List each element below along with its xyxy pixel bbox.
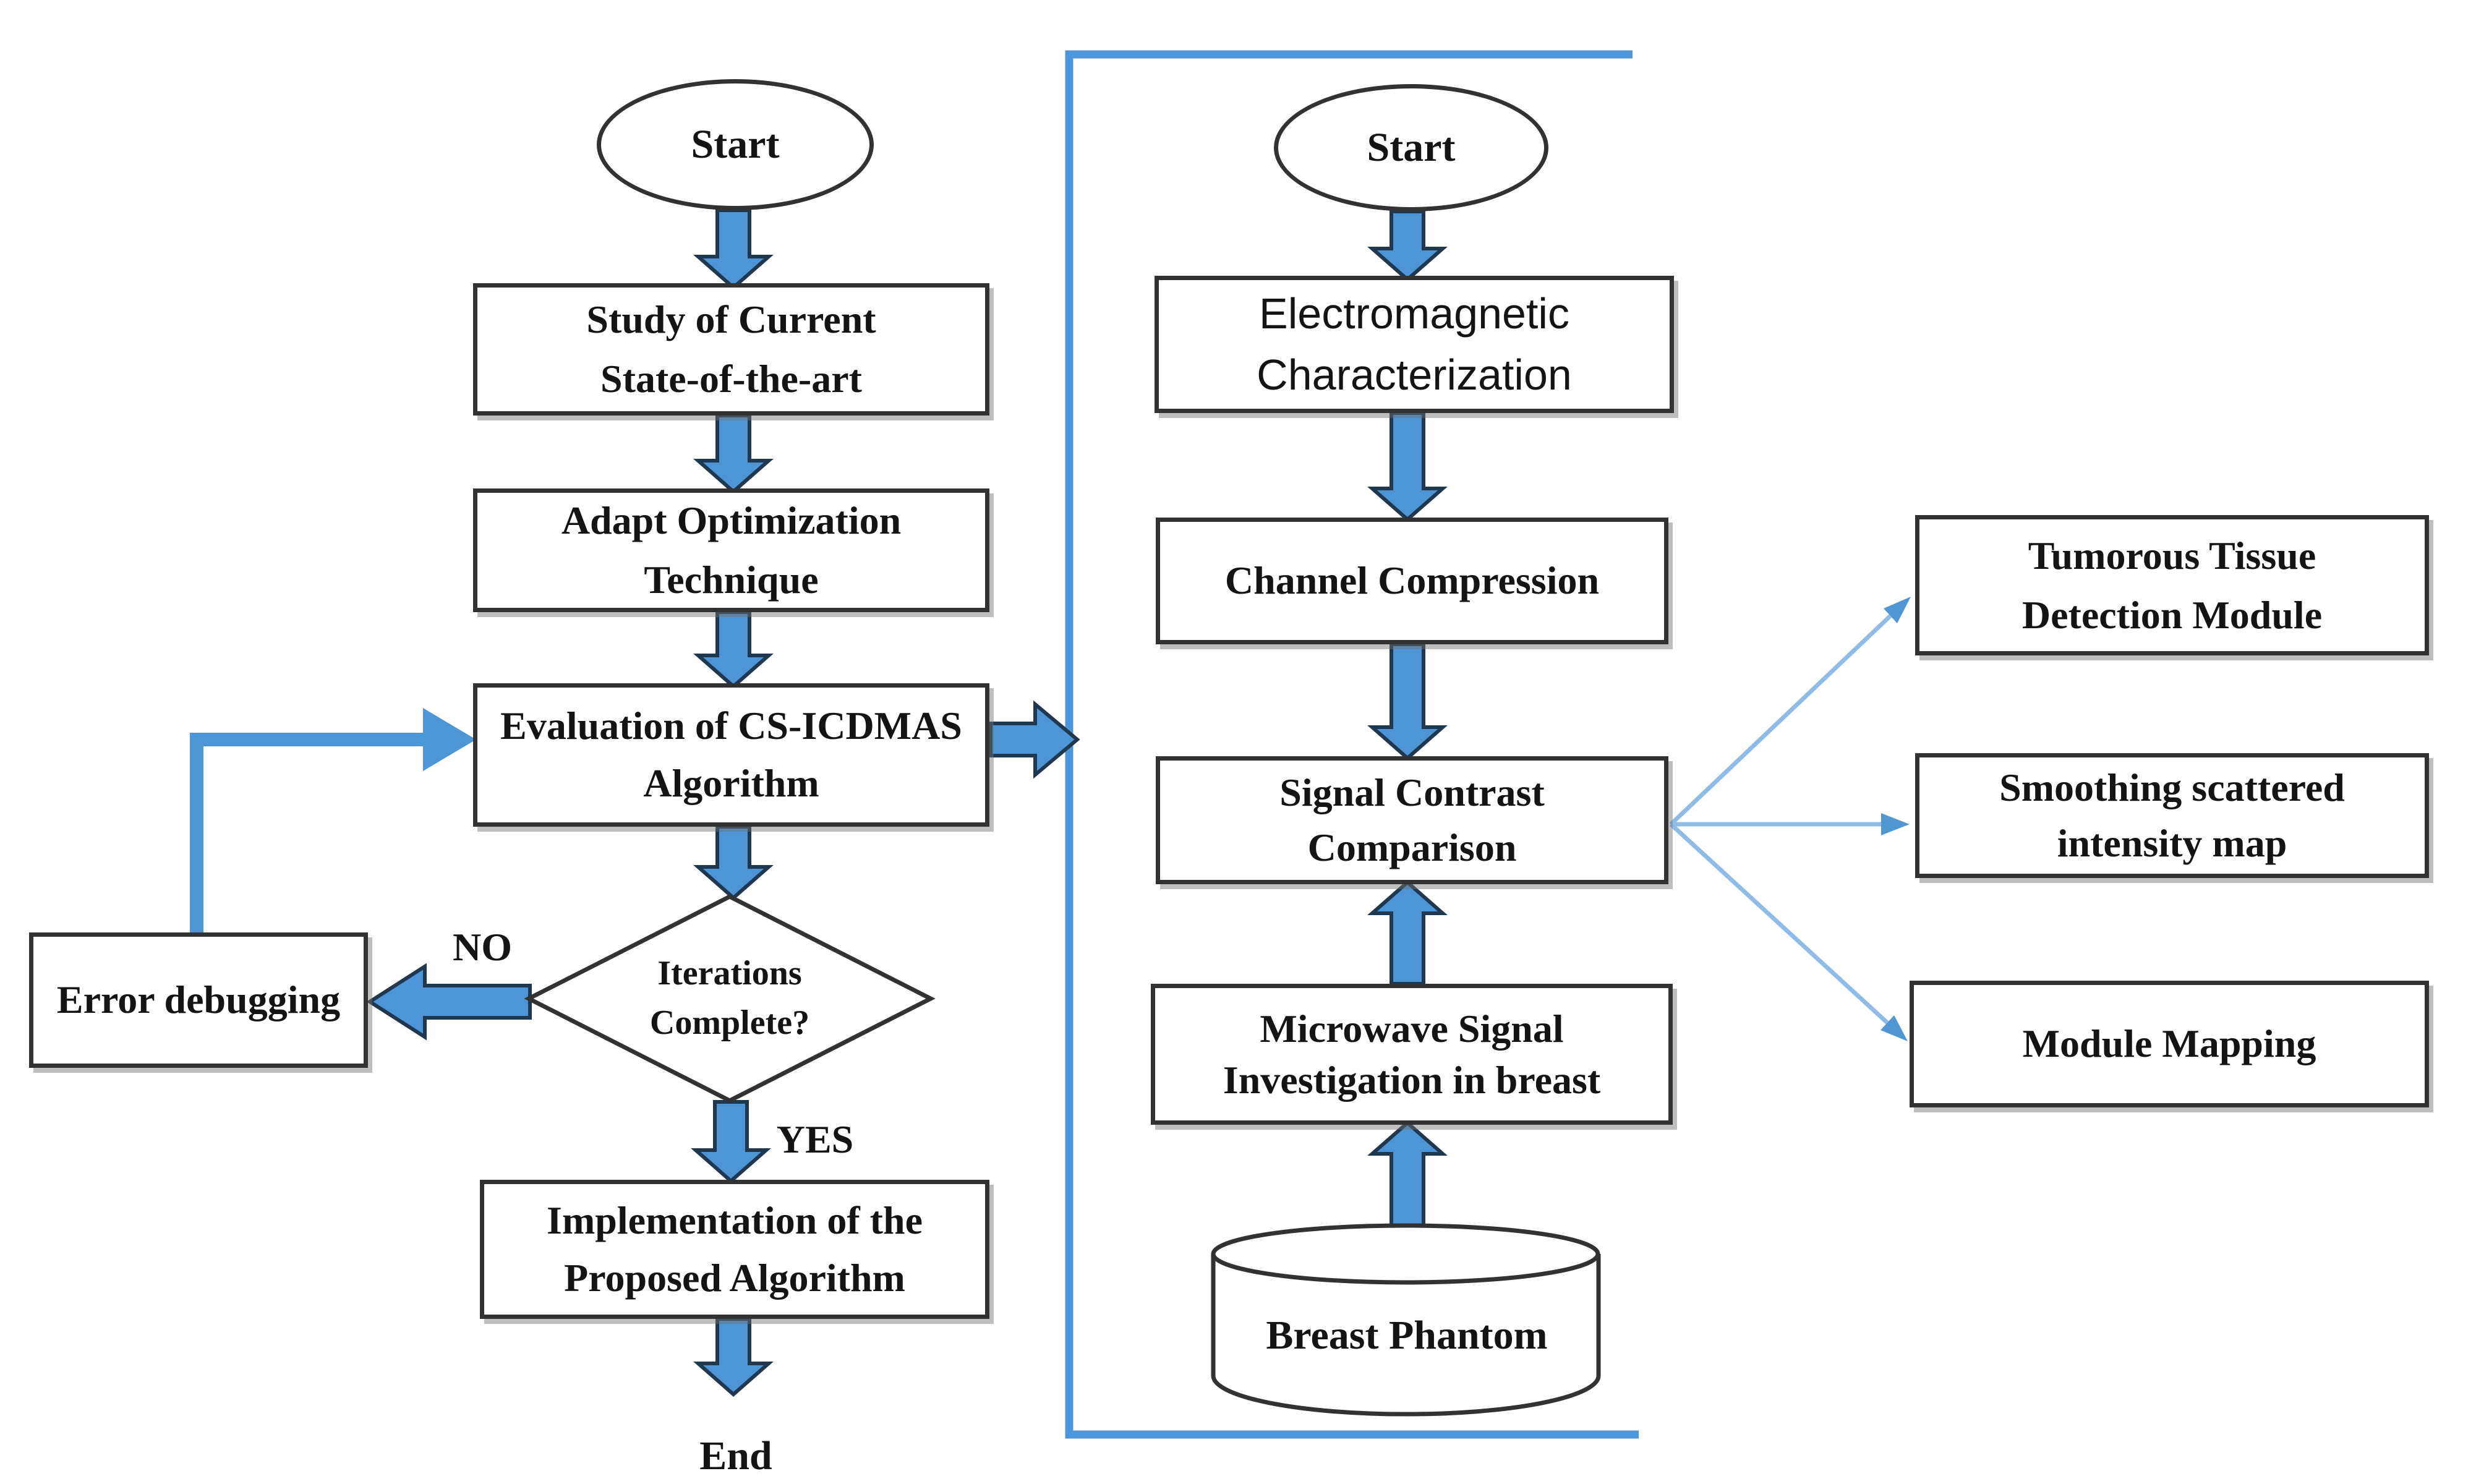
arrow-microwave-to-signal-icon [1367, 880, 1448, 986]
study-label: Study of Current State-of-the-art [586, 297, 876, 401]
node-study: Study of Current State-of-the-art [473, 283, 989, 416]
arrow-evaluation-to-decision-icon [693, 825, 774, 900]
phantom-cylinder-shape [1211, 1223, 1601, 1417]
adapt-label: Adapt Optimization Technique [561, 498, 902, 602]
arrowhead-tumorous-icon [1884, 597, 1911, 623]
microwave-investigation-label: Microwave Signal Investigation in breast [1223, 1006, 1601, 1102]
arrow-phantom-to-microwave-icon [1367, 1120, 1448, 1229]
arrowhead-smoothing-icon [1881, 813, 1910, 835]
arrow-start-to-study-icon [693, 208, 774, 290]
signal-contrast-label: Signal Contrast Comparison [1279, 770, 1545, 869]
phantom-label: Breast Phantom [1266, 1313, 1548, 1358]
node-evaluation: Evaluation of CS-ICDMAS Algorithm [473, 683, 989, 827]
node-adapt: Adapt Optimization Technique [473, 488, 989, 612]
arrowhead-module-icon [1880, 1015, 1908, 1041]
node-smoothing-map: Smoothing scattered intensity map [1915, 753, 2429, 878]
fan-arrows [1669, 614, 1892, 1025]
implementation-label: Implementation of the Proposed Algorithm [547, 1198, 923, 1300]
tumorous-detection-label: Tumorous Tissue Detection Module [2021, 533, 2323, 637]
arrow-channel-to-signal-icon [1367, 642, 1448, 761]
channel-compression-label: Channel Compression [1224, 558, 1600, 603]
arrow-em-to-channel-icon [1367, 411, 1448, 522]
error-debugging-label: Error debugging [56, 978, 341, 1022]
node-start-right: Start [1274, 84, 1548, 211]
smoothing-map-label: Smoothing scattered intensity map [1999, 765, 2345, 865]
node-tumorous-detection: Tumorous Tissue Detection Module [1915, 515, 2429, 655]
loopback-line [190, 733, 424, 932]
line-signal-to-tumorous [1669, 614, 1892, 826]
arrow-yes-to-implementation-icon [691, 1100, 771, 1183]
evaluation-label: Evaluation of CS-ICDMAS Algorithm [500, 704, 962, 805]
decision-label: Iterations Complete? [649, 954, 810, 1042]
module-mapping-label: Module Mapping [2022, 1021, 2316, 1066]
node-electromagnetic: Electromagnetic Characterization [1155, 276, 1674, 413]
start-right-label: Start [1367, 125, 1456, 171]
node-signal-contrast: Signal Contrast Comparison [1156, 756, 1668, 884]
arrow-evaluation-to-bracket-icon [989, 700, 1080, 779]
yes-label: YES [776, 1117, 854, 1161]
start-left-label: Start [691, 122, 780, 168]
cylinder-top [1211, 1223, 1600, 1285]
node-start-left: Start [597, 79, 874, 210]
fan-arrowheads [1880, 597, 1911, 1041]
electromagnetic-label: Electromagnetic Characterization [1257, 289, 1572, 399]
arrow-study-to-adapt-icon [693, 414, 774, 494]
node-microwave-investigation: Microwave Signal Investigation in breast [1151, 984, 1673, 1125]
node-implementation: Implementation of the Proposed Algorithm [480, 1180, 989, 1319]
arrow-adapt-to-evaluation-icon [693, 610, 774, 689]
decision-diamond-shape [524, 894, 936, 1103]
arrow-start-to-em-icon [1367, 210, 1448, 282]
node-channel-compression: Channel Compression [1156, 518, 1668, 644]
line-signal-to-module [1669, 822, 1889, 1025]
end-label: End [699, 1433, 772, 1478]
arrow-implementation-to-end-icon [693, 1317, 774, 1397]
block-arrows [366, 208, 1448, 1397]
cylinder-body [1211, 1254, 1601, 1417]
no-label: NO [453, 925, 512, 969]
phantom-label-wrap: Breast Phantom [1231, 1298, 1583, 1373]
arrow-no-to-error-icon [366, 963, 532, 1041]
node-error-debugging: Error debugging [29, 932, 368, 1068]
decision-label-wrap: Iterations Complete? [575, 931, 884, 1067]
loopback-arrowhead-icon [423, 708, 476, 771]
node-module-mapping: Module Mapping [1910, 981, 2429, 1107]
